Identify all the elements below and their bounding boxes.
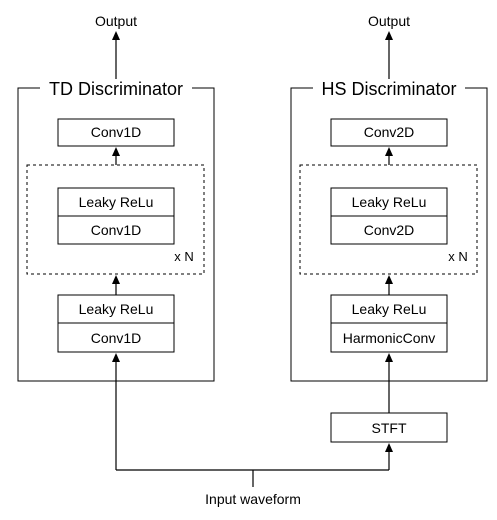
hs-arrowhead-stft-to-harmonic (385, 353, 393, 362)
td-output-label: Output (95, 13, 137, 29)
hs-repeat-region (299, 164, 478, 275)
td-arrowhead-bottom-to-repeat (112, 275, 120, 284)
input-routing: Input waveform (112, 353, 393, 507)
td-output-arrowhead (112, 31, 120, 40)
input-waveform-label: Input waveform (205, 491, 301, 507)
td-bottom-block-lower-label: Conv1D (91, 330, 142, 346)
td-repeat-count: x N (174, 249, 194, 264)
td-top-block-label: Conv1D (91, 124, 142, 140)
hs-output-label: Output (368, 13, 410, 29)
td-repeat-block-lower (57, 215, 175, 245)
hs-bottom-block-upper (330, 294, 448, 324)
td-title-backdrop (45, 79, 187, 99)
hs-top-block (330, 118, 448, 147)
hs-repeat-block-lower-label: Conv2D (364, 222, 415, 238)
hs-discriminator: Output HS Discriminator Conv2D Leaky ReL… (290, 13, 488, 443)
hs-output-arrowhead (385, 31, 393, 40)
td-repeat-region (26, 164, 205, 275)
hs-repeat-block-upper (330, 187, 448, 217)
hs-bottom-block-lower (330, 322, 448, 353)
hs-repeat-block-upper-label: Leaky ReLu (352, 194, 427, 210)
hs-title-backdrop (318, 79, 460, 99)
hs-repeat-block-lower (330, 215, 448, 245)
td-title: TD Discriminator (49, 79, 183, 99)
hs-arrowhead-bottom-to-repeat (385, 275, 393, 284)
td-bottom-block-upper-label: Leaky ReLu (79, 301, 154, 317)
hs-bottom-block-upper-label: Leaky ReLu (352, 301, 427, 317)
td-repeat-block-upper-label: Leaky ReLu (79, 194, 154, 210)
td-arrowhead-repeat-to-top (112, 147, 120, 156)
td-top-block (57, 118, 175, 147)
hs-repeat-count: x N (448, 249, 468, 264)
input-to-td-arrowhead (112, 353, 120, 362)
stft-block-label: STFT (372, 420, 407, 436)
td-discriminator: Output TD Discriminator Conv1D Leaky ReL… (17, 13, 215, 382)
hs-title: HS Discriminator (321, 79, 456, 99)
input-to-stft-arrowhead (385, 443, 393, 452)
td-bottom-block-lower (57, 322, 175, 353)
stft-block (330, 412, 448, 443)
hs-bottom-block-lower-label: HarmonicConv (343, 330, 436, 346)
td-bottom-block-upper (57, 294, 175, 324)
hs-arrowhead-repeat-to-top (385, 147, 393, 156)
td-repeat-block-lower-label: Conv1D (91, 222, 142, 238)
hs-top-block-label: Conv2D (364, 124, 415, 140)
